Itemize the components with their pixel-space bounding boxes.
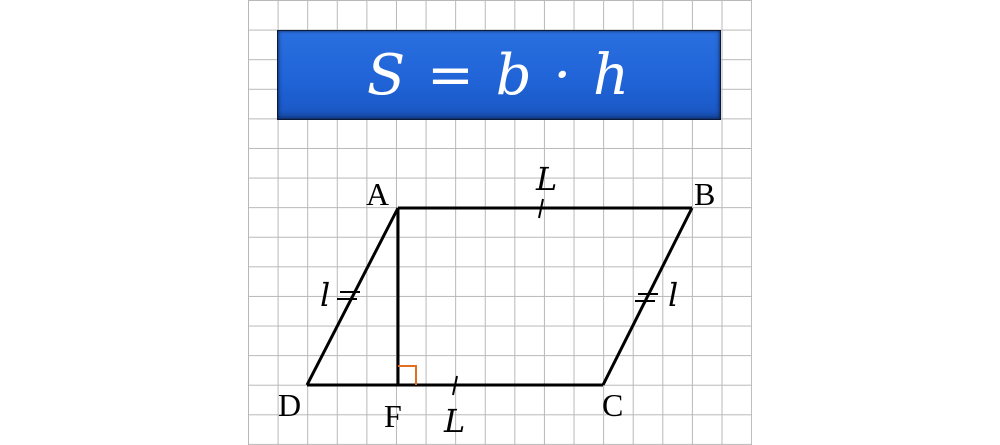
side-da — [305, 207, 400, 386]
parallelogram-diagram: A B C D F L L l l — [278, 160, 715, 440]
side-label-left: l — [320, 276, 330, 314]
vertex-label-b: B — [694, 176, 715, 212]
tick-cd — [452, 375, 458, 396]
right-angle-marker — [398, 365, 417, 385]
vertex-label-f: F — [384, 398, 402, 434]
area-formula: S = b · h — [366, 42, 632, 108]
grid-figure: S = b · h A B C D F L L l l — [248, 0, 752, 445]
tick-ab — [538, 198, 544, 219]
formula-box: S = b · h — [277, 30, 721, 120]
vertex-label-c: C — [602, 387, 623, 423]
side-label-top: L — [535, 160, 557, 198]
side-label-right: l — [668, 276, 678, 314]
vertex-label-d: D — [278, 387, 301, 423]
vertex-label-a: A — [366, 176, 389, 212]
side-bc — [601, 207, 694, 386]
side-label-bottom: L — [443, 402, 465, 440]
